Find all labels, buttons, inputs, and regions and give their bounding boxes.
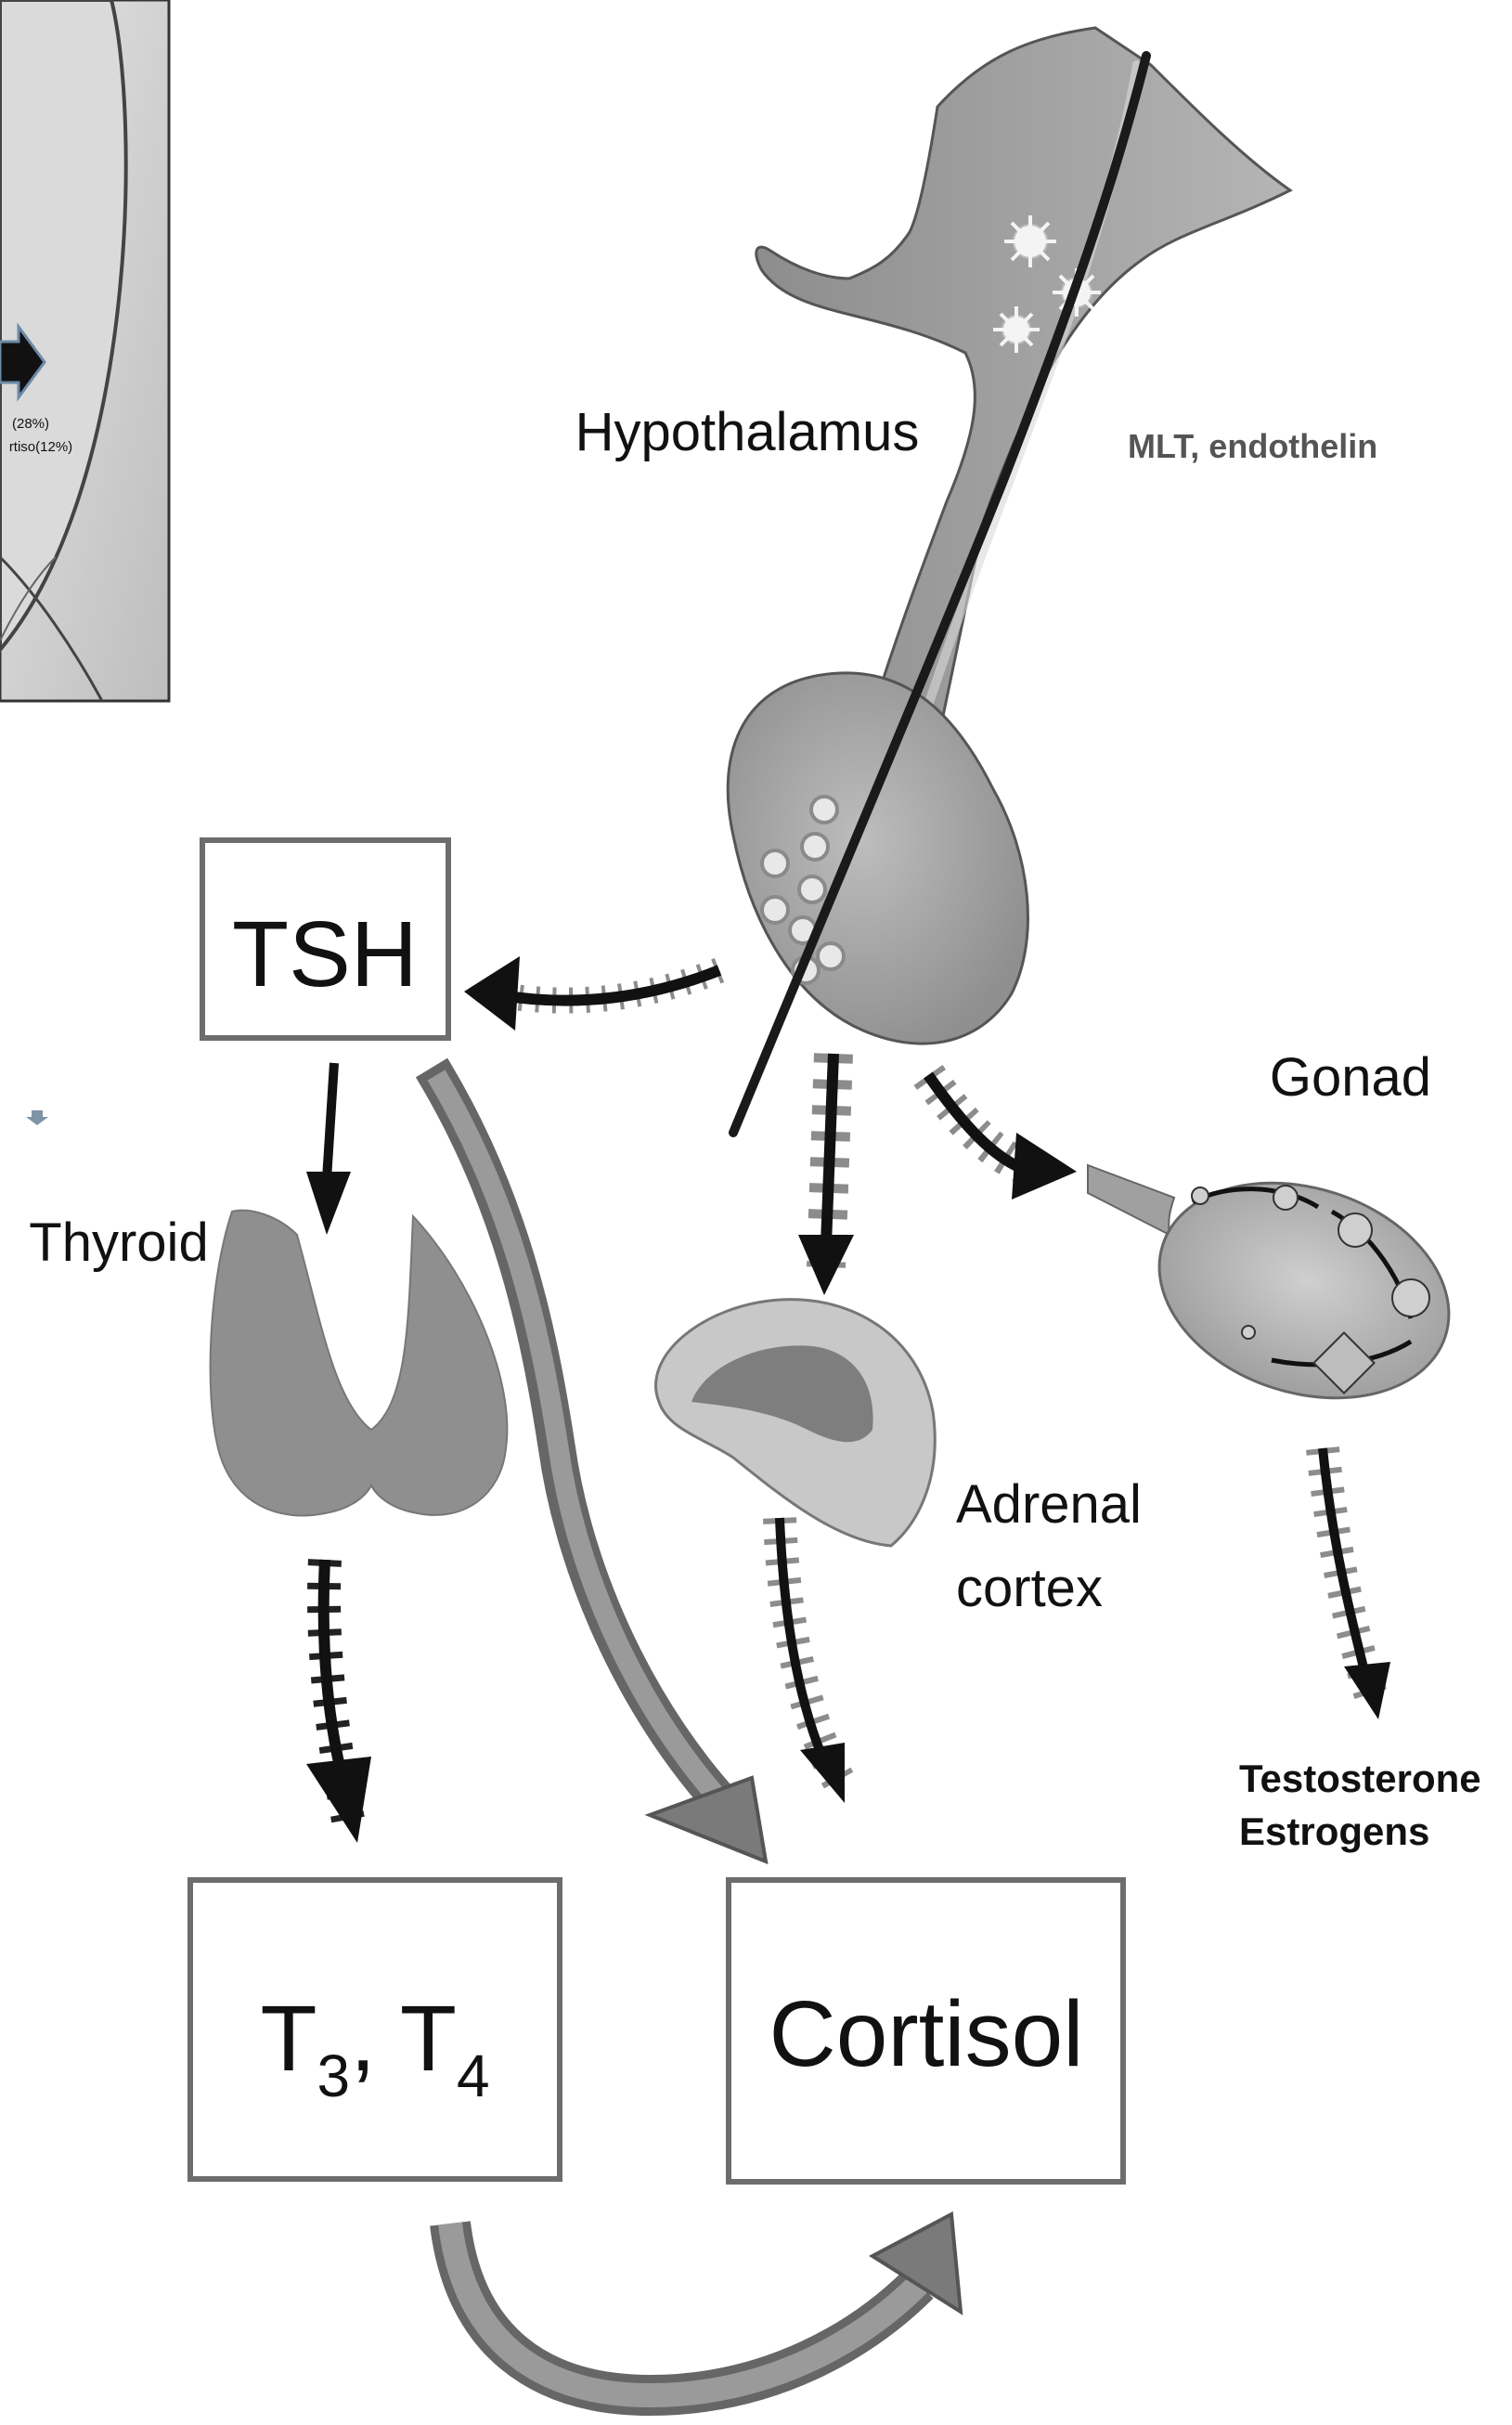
estrogens-label: Estrogens — [1239, 1809, 1429, 1853]
thyroid-organ — [211, 1211, 508, 1516]
adrenal-label-line1: Adrenal — [956, 1474, 1142, 1535]
thyroid-label: Thyroid — [29, 1212, 208, 1273]
gonad-label: Gonad — [1270, 1047, 1431, 1108]
pituitary-to-adrenal-arrow — [798, 1054, 854, 1295]
t3t4-comma: , T — [350, 1987, 457, 2091]
t3t4-sub1: 3 — [317, 2042, 351, 2109]
t3t4-sub2: 4 — [457, 2042, 490, 2109]
inset-line2: rtiso(12%) — [9, 439, 72, 455]
hypothalamus-label: Hypothalamus — [575, 402, 920, 462]
pituitary-to-gonad-arrow — [928, 1075, 1077, 1200]
thyroid-to-t3t4-arrow — [306, 1560, 371, 1843]
testosterone-label: Testosterone — [1239, 1757, 1481, 1800]
adrenal-label-line2: cortex — [956, 1558, 1103, 1618]
inset-photo: (28%) rtiso(12%) — [0, 0, 169, 701]
adrenal-output-arrow — [780, 1518, 845, 1803]
inset-line1: (28%) — [12, 416, 49, 432]
mlt-label: MLT, endothelin — [1128, 427, 1377, 465]
cortisol-box: Cortisol — [729, 1880, 1123, 2182]
cortisol-box-text: Cortisol — [769, 1982, 1084, 2086]
adrenal-cortex-organ — [656, 1300, 936, 1546]
gonad-output-arrow — [1323, 1448, 1390, 1719]
t3t4-to-cortisol-arrow — [450, 2214, 961, 2395]
tsh-box-text: TSH — [232, 902, 418, 1006]
tsh-to-thyroid-arrow — [306, 1063, 351, 1235]
pituitary-to-tsh-arrow — [464, 956, 719, 1031]
t3t4-box: T3, T4 — [190, 1880, 560, 2179]
tsh-box: TSH — [202, 840, 448, 1038]
small-down-arrow-icon — [26, 1110, 48, 1125]
hypothalamus-pituitary — [728, 28, 1290, 1133]
t3t4-prefix: T — [260, 1987, 317, 2091]
gonad-organ — [1088, 1148, 1477, 1433]
